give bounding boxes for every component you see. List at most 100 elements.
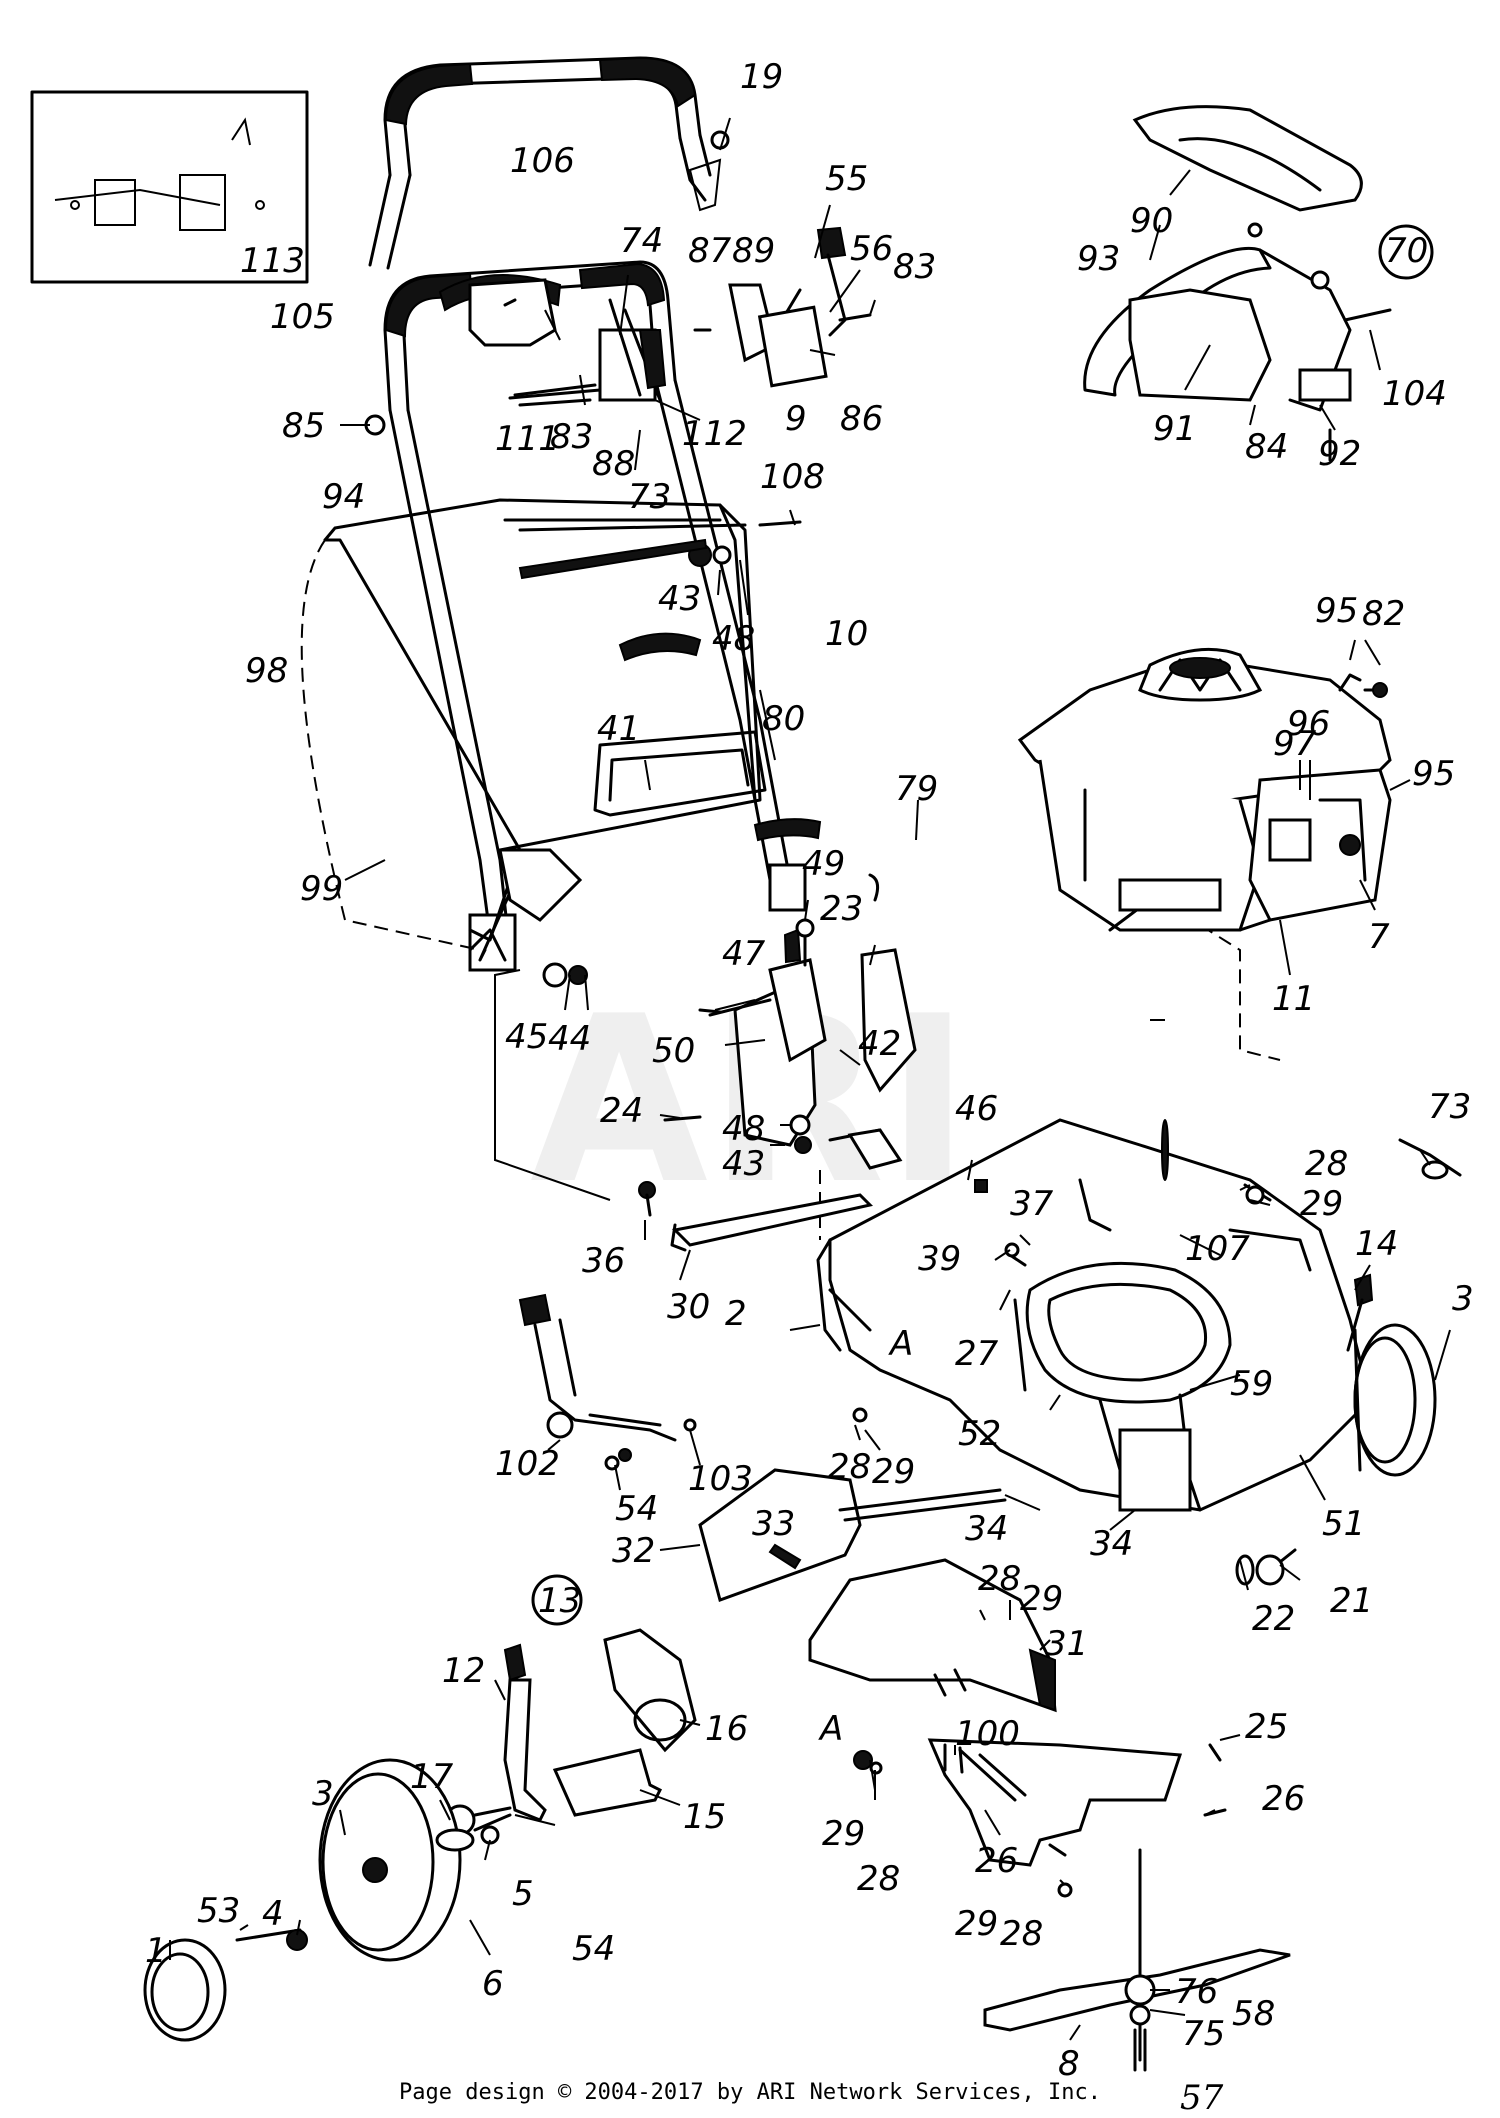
grass-catcher: [300, 498, 762, 962]
label-41: 41: [597, 709, 640, 749]
label-58: 58: [1232, 1994, 1275, 2034]
label-54-upper: 54: [615, 1489, 658, 1529]
label-100: 100: [955, 1714, 1020, 1754]
label-23: 23: [820, 889, 863, 929]
label-28-mid: 28: [828, 1447, 871, 1487]
label-86: 86: [840, 399, 883, 439]
label-12: 12: [442, 1651, 485, 1691]
upper-handle: [368, 56, 722, 270]
label-29-chute-low: 29: [822, 1814, 865, 1854]
rear-deflector: [927, 1738, 1222, 1867]
label-82: 82: [1362, 594, 1405, 634]
label-25: 25: [1245, 1707, 1288, 1747]
mower-deck: [816, 1118, 1372, 1512]
label-17: 17: [410, 1757, 454, 1797]
label-54-lower: 54: [572, 1929, 615, 1969]
label-21: 21: [1330, 1581, 1373, 1621]
label-13: 13: [538, 1581, 581, 1621]
label-7: 7: [1368, 917, 1390, 957]
label-29-bottom: 29: [955, 1904, 998, 1944]
label-74: 74: [620, 221, 663, 261]
label-8: 8: [1058, 2044, 1080, 2084]
label-73-right: 73: [1428, 1087, 1471, 1127]
label-107: 107: [1185, 1229, 1250, 1269]
label-87: 87: [688, 231, 732, 271]
label-106: 106: [510, 141, 575, 181]
accessory-group: [1083, 105, 1392, 462]
label-43-lower: 43: [722, 1144, 765, 1184]
label-92: 92: [1318, 434, 1361, 474]
label-99: 99: [300, 869, 343, 909]
label-79: 79: [895, 769, 938, 809]
label-91: 91: [1153, 409, 1196, 449]
label-9: 9: [785, 399, 807, 439]
label-32: 32: [612, 1531, 655, 1571]
label-26-lower: 26: [975, 1841, 1018, 1881]
label-47: 47: [722, 934, 766, 974]
label-37: 37: [1010, 1184, 1054, 1224]
label-96: 96: [1287, 704, 1330, 744]
label-10: 10: [825, 614, 868, 654]
label-43-upper: 43: [658, 579, 701, 619]
label-4: 4: [262, 1894, 284, 1934]
label-44: 44: [548, 1019, 591, 1059]
label-95-lower: 95: [1412, 754, 1455, 794]
label-A-lower: A: [818, 1709, 843, 1749]
label-39: 39: [918, 1239, 961, 1279]
cross-bar: [593, 730, 767, 817]
label-102: 102: [495, 1444, 560, 1484]
group-70-ring: [1378, 224, 1434, 280]
label-15: 15: [683, 1797, 726, 1837]
label-104: 104: [1382, 374, 1447, 414]
label-111: 111: [495, 419, 560, 459]
label-48-lower: 48: [722, 1109, 765, 1149]
label-36: 36: [582, 1241, 625, 1281]
engine: [1017, 647, 1392, 932]
label-76: 76: [1175, 1972, 1218, 2012]
label-70: 70: [1385, 231, 1428, 271]
label-98: 98: [245, 651, 288, 691]
label-112: 112: [682, 414, 747, 454]
label-84: 84: [1245, 427, 1288, 467]
label-28-upper: 28: [1305, 1144, 1348, 1184]
label-30: 30: [667, 1287, 710, 1327]
label-28-bottom: 28: [1000, 1914, 1043, 1954]
label-26-right: 26: [1262, 1779, 1305, 1819]
label-75: 75: [1182, 2014, 1225, 2054]
right-wheel: [1346, 1273, 1437, 1477]
label-105: 105: [270, 297, 335, 337]
label-89: 89: [732, 231, 775, 271]
blade: [983, 1848, 1291, 2072]
label-83-lower: 83: [550, 417, 593, 457]
label-108: 108: [760, 457, 825, 497]
label-5: 5: [512, 1874, 534, 1914]
part-labels: 106 19 55 56 83 87 89 74 105 85 83 88 11…: [145, 57, 1474, 2084]
label-46: 46: [955, 1089, 998, 1129]
height-adjust-bracket: [663, 918, 917, 1154]
label-51: 51: [1322, 1504, 1365, 1544]
label-3-left: 3: [312, 1774, 334, 1814]
label-3-right: 3: [1452, 1279, 1474, 1319]
label-103: 103: [688, 1459, 753, 1499]
label-73-upper: 73: [628, 477, 671, 517]
page-number: 57: [1180, 2078, 1224, 2118]
label-29-upper: 29: [1300, 1184, 1343, 1224]
group-13-ring: [531, 1574, 583, 1626]
label-97: 97: [1273, 724, 1317, 764]
label-34-lower: 34: [1090, 1524, 1133, 1564]
leader-lines: [169, 117, 1451, 2041]
label-28-chute: 28: [978, 1559, 1021, 1599]
footer-credit: Page design © 2004-2017 by ARI Network S…: [399, 2080, 1101, 2105]
label-88: 88: [592, 444, 635, 484]
label-85: 85: [282, 406, 325, 446]
inset-label: 113: [240, 241, 305, 281]
label-95-upper: 95: [1315, 591, 1358, 631]
discharge-chute: [808, 1558, 1057, 1713]
rear-axle-bar: [638, 1128, 903, 1252]
label-22: 22: [1252, 1599, 1295, 1639]
label-28-chute-low: 28: [857, 1859, 900, 1899]
label-11: 11: [1272, 979, 1315, 1019]
label-53: 53: [197, 1891, 240, 1931]
label-2: 2: [725, 1294, 747, 1334]
